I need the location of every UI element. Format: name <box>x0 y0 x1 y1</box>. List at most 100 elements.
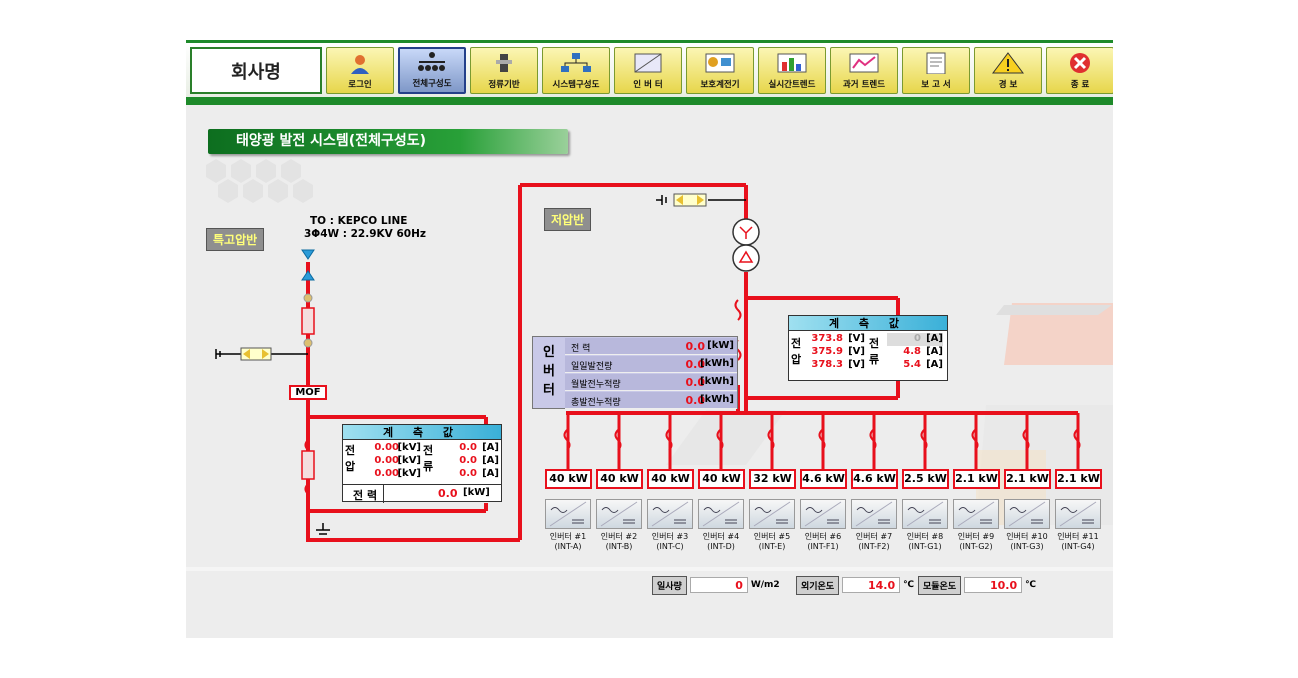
toolbar-button-inverter[interactable]: 인 버 터 <box>614 47 682 94</box>
inverter-label: 인버터 #2(INT-B) <box>593 532 645 552</box>
lv-curr-label: 전류 <box>869 337 880 366</box>
inverter-icon <box>634 53 662 73</box>
inverter-breaker <box>1073 429 1081 451</box>
inverter-breaker <box>818 429 826 451</box>
inverter-unit[interactable] <box>800 499 846 529</box>
inverter-row-unit: [kW] <box>707 340 734 351</box>
inverter-row-unit: [kWh] <box>700 394 734 405</box>
inverter-capacity: 4.6 kW <box>851 469 898 489</box>
meas-value: 0.00 <box>374 442 399 453</box>
inverter-label: 인버터 #6(INT-F1) <box>797 532 849 552</box>
toolbar-button-alarm[interactable]: 경 보 <box>974 47 1042 94</box>
inverter-unit[interactable] <box>851 499 897 529</box>
inverter-capacity: 40 kW <box>596 469 643 489</box>
inverter-breaker <box>614 429 622 451</box>
meas-value: 373.8 <box>811 333 843 344</box>
mof-label: MOF <box>289 385 327 400</box>
inverter-capacity: 40 kW <box>698 469 745 489</box>
lv-meas-title: 계 측 값 <box>789 316 947 331</box>
hv-power-value: 0.0 <box>438 487 458 500</box>
toolbar-button-label: 정류기반 <box>488 80 520 90</box>
hv-volt-label: 전압 <box>345 444 356 473</box>
status-label: 외기온도 <box>796 575 840 595</box>
meas-value: 0.00 <box>374 468 399 479</box>
inverter-name: 인버터 #2 <box>600 532 638 541</box>
inverter-name: 인버터 #1 <box>549 532 587 541</box>
inverter-row-value: 0.0 <box>685 358 706 371</box>
toolbar-button-login[interactable]: 로그인 <box>326 47 394 94</box>
inverter-unit[interactable] <box>647 499 693 529</box>
inverter-unit[interactable] <box>1055 499 1101 529</box>
inverter-row-value: 0.0 <box>685 376 706 389</box>
meas-unit: [V] <box>848 333 865 344</box>
inverter-id: (INT-G3) <box>1010 542 1044 551</box>
status-value: 14.0 <box>842 577 901 593</box>
toolbar-divider <box>186 97 1113 105</box>
inverter-icon <box>804 501 842 527</box>
inverter-id: (INT-G2) <box>959 542 993 551</box>
inverter-id: (INT-G4) <box>1061 542 1095 551</box>
inverter-id: (INT-F2) <box>858 542 890 551</box>
toolbar-button-label: 인 버 터 <box>633 80 663 90</box>
login-icon <box>351 55 369 74</box>
inverter-unit[interactable] <box>1004 499 1050 529</box>
inverter-row-value: 0.0 <box>685 340 706 353</box>
toolbar-button-label: 보호계전기 <box>700 80 740 90</box>
inverter-name: 인버터 #9 <box>957 532 995 541</box>
hv-meas-title: 계 측 값 <box>343 425 501 440</box>
inverter-label: 인버터 #1(INT-A) <box>542 532 594 552</box>
meas-unit: [A] <box>926 346 943 357</box>
inverter-unit[interactable] <box>545 499 591 529</box>
hv-curr-label: 전류 <box>423 444 434 473</box>
inverter-name: 인버터 #10 <box>1006 532 1048 541</box>
inverter-icon <box>549 501 587 527</box>
toolbar-button-protection-relay[interactable]: 보호계전기 <box>686 47 754 94</box>
toolbar-button-history-trend[interactable]: 과거 트렌드 <box>830 47 898 94</box>
lv-measurement-panel: 계 측 값 전압 373.8[V]375.9[V]378.3[V] 전류 0[A… <box>788 315 948 381</box>
meas-unit: [A] <box>926 333 943 344</box>
toolbar-button-label: 로그인 <box>348 80 372 90</box>
protection-relay-icon <box>705 53 735 73</box>
inverter-capacity: 2.1 kW <box>1004 469 1051 489</box>
inverter-unit[interactable] <box>698 499 744 529</box>
inverter-label: 인버터 #9(INT-G2) <box>950 532 1002 552</box>
inverter-breaker <box>1022 429 1030 451</box>
inverter-label: 인버터 #4(INT-D) <box>695 532 747 552</box>
toolbar-button-rectifier[interactable]: 정류기반 <box>470 47 538 94</box>
toolbar-button-label: 과거 트렌드 <box>842 80 886 90</box>
hv-power-label: 전 력 <box>353 489 378 502</box>
inverter-unit[interactable] <box>596 499 642 529</box>
inverter-row-label: 월발전누적량 <box>571 380 621 390</box>
meas-unit: [A] <box>482 442 499 453</box>
toolbar-button-network-diagram[interactable]: 전체구성도 <box>398 47 466 94</box>
toolbar-button-report[interactable]: 보 고 서 <box>902 47 970 94</box>
inverter-breaker <box>971 429 979 451</box>
inverter-id: (INT-F1) <box>807 542 839 551</box>
rectifier-icon <box>496 54 512 72</box>
toolbar-button-system-config[interactable]: 시스템구성도 <box>542 47 610 94</box>
meas-unit: [V] <box>848 359 865 370</box>
inverter-unit[interactable] <box>902 499 948 529</box>
inverter-unit[interactable] <box>953 499 999 529</box>
meas-unit: [kV] <box>397 455 421 466</box>
inverter-capacity: 2.1 kW <box>1055 469 1102 489</box>
inverter-name: 인버터 #6 <box>804 532 842 541</box>
inverter-capacity: 32 kW <box>749 469 796 489</box>
inverter-breaker <box>665 429 673 451</box>
inverter-row-unit: [kWh] <box>700 376 734 387</box>
inverter-unit[interactable] <box>749 499 795 529</box>
status-value: 0 <box>689 577 748 593</box>
inverter-icon <box>855 501 893 527</box>
inverter-id: (INT-E) <box>758 542 786 551</box>
inverter-id: (INT-G1) <box>908 542 942 551</box>
toolbar-button-realtime-trend[interactable]: 실시간트렌드 <box>758 47 826 94</box>
inverter-row-unit: [kWh] <box>700 358 734 369</box>
toolbar-button-exit[interactable]: 종 료 <box>1046 47 1113 94</box>
toolbar-button-label: 전체구성도 <box>412 79 452 89</box>
